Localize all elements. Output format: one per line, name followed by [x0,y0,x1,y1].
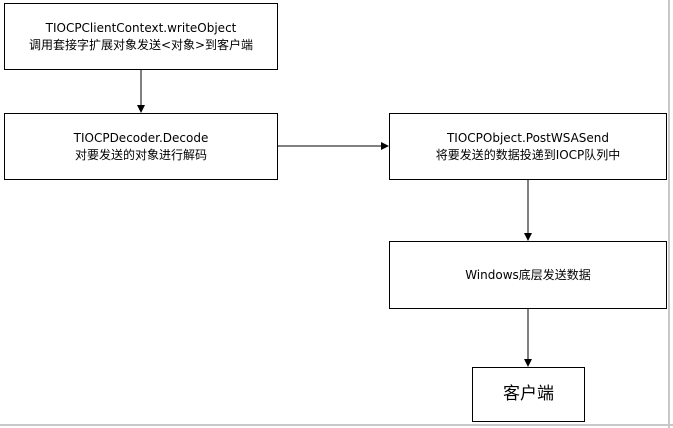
write-object-desc: 调用套接字扩展对象发送<对象>到客户端 [28,37,254,52]
decode-title: TIOCPDecoder.Decode [73,130,209,145]
bottom-edge-border [0,424,673,426]
decode-node: TIOCPDecoder.Decode 对要发送的对象进行解码 [4,113,278,180]
post-send-node: TIOCPObject.PostWSASend 将要发送的数据投递到IOCP队列… [389,113,667,180]
post-send-title: TIOCPObject.PostWSASend [446,130,610,145]
decode-desc: 对要发送的对象进行解码 [74,147,207,162]
windows-send-title: Windows底层发送数据 [465,267,591,282]
right-edge-border [668,0,670,428]
write-object-node: TIOCPClientContext.writeObject 调用套接字扩展对象… [4,3,278,70]
client-node: 客户端 [472,367,585,422]
post-send-desc: 将要发送的数据投递到IOCP队列中 [435,147,621,162]
write-object-title: TIOCPClientContext.writeObject [45,20,237,35]
windows-send-node: Windows底层发送数据 [389,241,667,309]
client-title: 客户端 [503,384,554,404]
